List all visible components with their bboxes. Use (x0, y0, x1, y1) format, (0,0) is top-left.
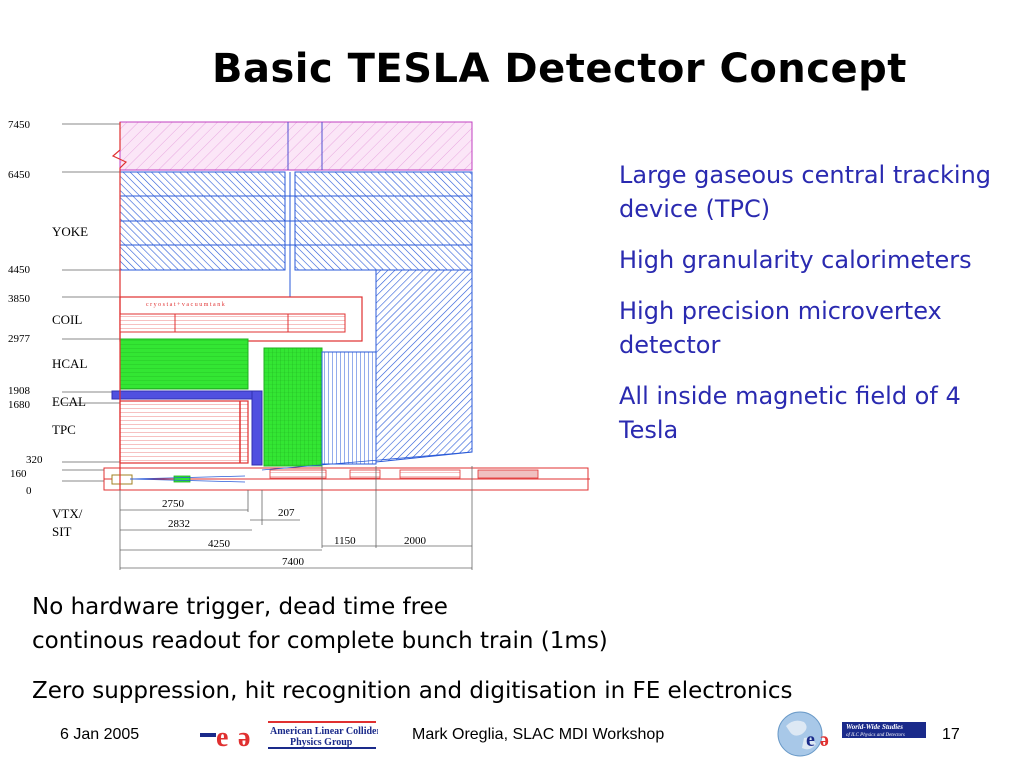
ecal-label: ECAL (52, 394, 86, 409)
coil-label: COIL (52, 312, 82, 327)
svg-text:e: e (216, 722, 228, 752)
bottom-paragraph-2: Zero suppression, hit recognition and di… (32, 678, 793, 704)
svg-text:ə: ə (820, 729, 829, 751)
vtx-label: VTX/ (52, 506, 83, 521)
footer-date: 6 Jan 2005 (60, 726, 140, 743)
sit-label: SIT (52, 524, 72, 539)
tpc (119, 400, 249, 464)
yoke-label: YOKE (52, 224, 88, 239)
bullet-item: High precision microvertex detector (619, 297, 942, 359)
wws-line2: of ILC Physics and Detectors (846, 733, 905, 738)
radius-label: 0 (26, 485, 32, 497)
cryostat-label: c r y o s t a t + v a c u u m t a n k (146, 302, 225, 308)
bullet-item: High granularity calorimeters (619, 246, 972, 274)
svg-text:e: e (806, 729, 815, 751)
radius-label: 320 (26, 454, 43, 466)
alcpg-line2: Physics Group (290, 737, 353, 748)
tpc-label: TPC (52, 422, 76, 437)
ecal-endcap (251, 390, 263, 466)
radius-label: 6450 (8, 169, 31, 181)
alcpg-logo: e ə American Linear Collider Physics Gro… (198, 718, 381, 753)
dim-label: 7400 (282, 556, 305, 568)
dimension-labels: 2750 207 2832 1150 2000 4250 7400 (162, 498, 427, 568)
bullet-item: All inside magnetic field of 4 Tesla (619, 382, 961, 444)
bottom-line-1b: continous readout for complete bunch tra… (32, 628, 608, 654)
radius-label: 1680 (8, 399, 31, 411)
dim-label: 2832 (168, 518, 190, 530)
detector-diagram: 7450 6450 4450 3850 2977 1908 1680 320 1… (8, 119, 590, 570)
radius-label: 3850 (8, 293, 31, 305)
dim-label: 2000 (404, 535, 427, 547)
alcpg-line1: American Linear Collider (270, 726, 378, 737)
dim-label: 207 (278, 507, 295, 519)
radius-label: 4450 (8, 264, 31, 276)
subsystem-labels: YOKE COIL HCAL ECAL TPC VTX/ SIT (52, 224, 88, 539)
hcal-label: HCAL (52, 356, 87, 371)
hcal-endcap (263, 347, 323, 467)
endcap-modules (321, 351, 377, 465)
dim-label: 2750 (162, 498, 185, 510)
wws-line1: World-Wide Studies (846, 723, 903, 731)
hcal-barrel (119, 338, 249, 390)
slide-title: Basic TESLA Detector Concept (212, 46, 907, 92)
radius-label: 1908 (8, 385, 31, 397)
bottom-paragraph-1: No hardware trigger, dead time free cont… (32, 590, 1002, 658)
bottom-line-1a: No hardware trigger, dead time free (32, 594, 448, 620)
bullet-list: Large gaseous central tracking device (T… (619, 158, 1009, 464)
coil (119, 313, 346, 333)
svg-text:ə: ə (238, 722, 250, 752)
ecal-barrel (111, 390, 253, 400)
dim-label: 1150 (334, 535, 356, 547)
bottom-text: No hardware trigger, dead time free cont… (32, 590, 1002, 724)
footer-center: Mark Oreglia, SLAC MDI Workshop (412, 726, 665, 743)
bullet-item: Large gaseous central tracking device (T… (619, 161, 992, 223)
page-number: 17 (942, 726, 960, 743)
radius-labels: 7450 6450 4450 3850 2977 1908 1680 320 1… (8, 119, 43, 497)
yoke-endcap (375, 269, 473, 463)
radius-label: 2977 (8, 333, 31, 345)
outer-shield (119, 121, 473, 171)
radius-label: 7450 (8, 119, 31, 131)
radius-label: 160 (10, 468, 27, 480)
dim-label: 4250 (208, 538, 231, 550)
wws-logo: e ə World-Wide Studies of ILC Physics an… (776, 708, 928, 760)
